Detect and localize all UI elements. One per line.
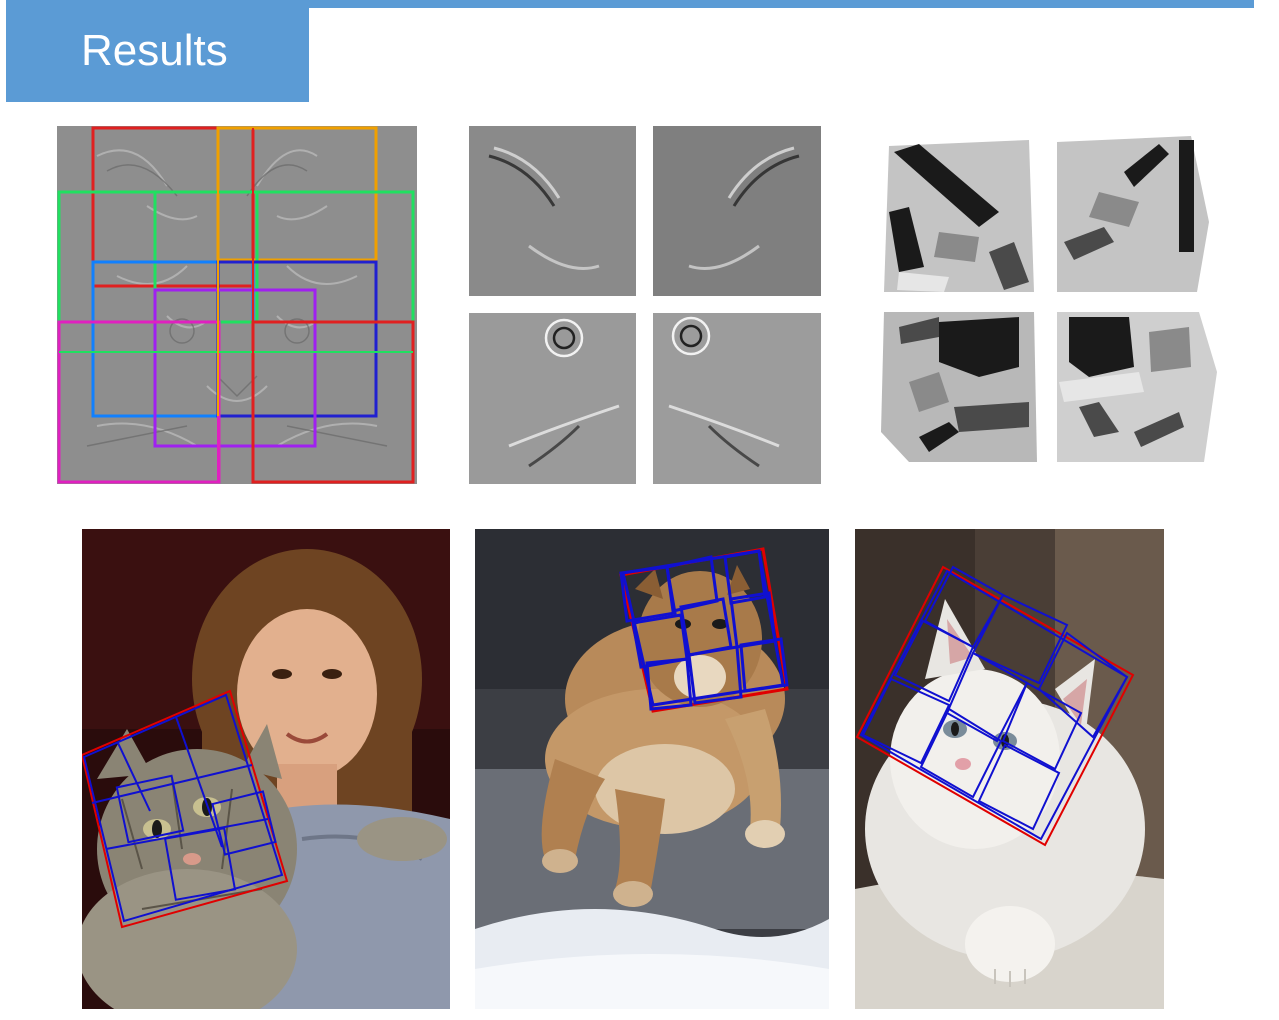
quadrant-segmentation-figure <box>879 132 1225 474</box>
girl-with-cat-detection-photo <box>82 529 450 1009</box>
title-banner: Results <box>6 8 309 102</box>
hog-template-figure <box>57 126 417 484</box>
top-accent-rule <box>6 0 1254 8</box>
kitten-detection-photo <box>855 529 1164 1009</box>
slide-title: Results <box>81 26 228 75</box>
quadrant-filter-figure <box>469 126 821 484</box>
cougar-detection-photo <box>475 529 829 1009</box>
